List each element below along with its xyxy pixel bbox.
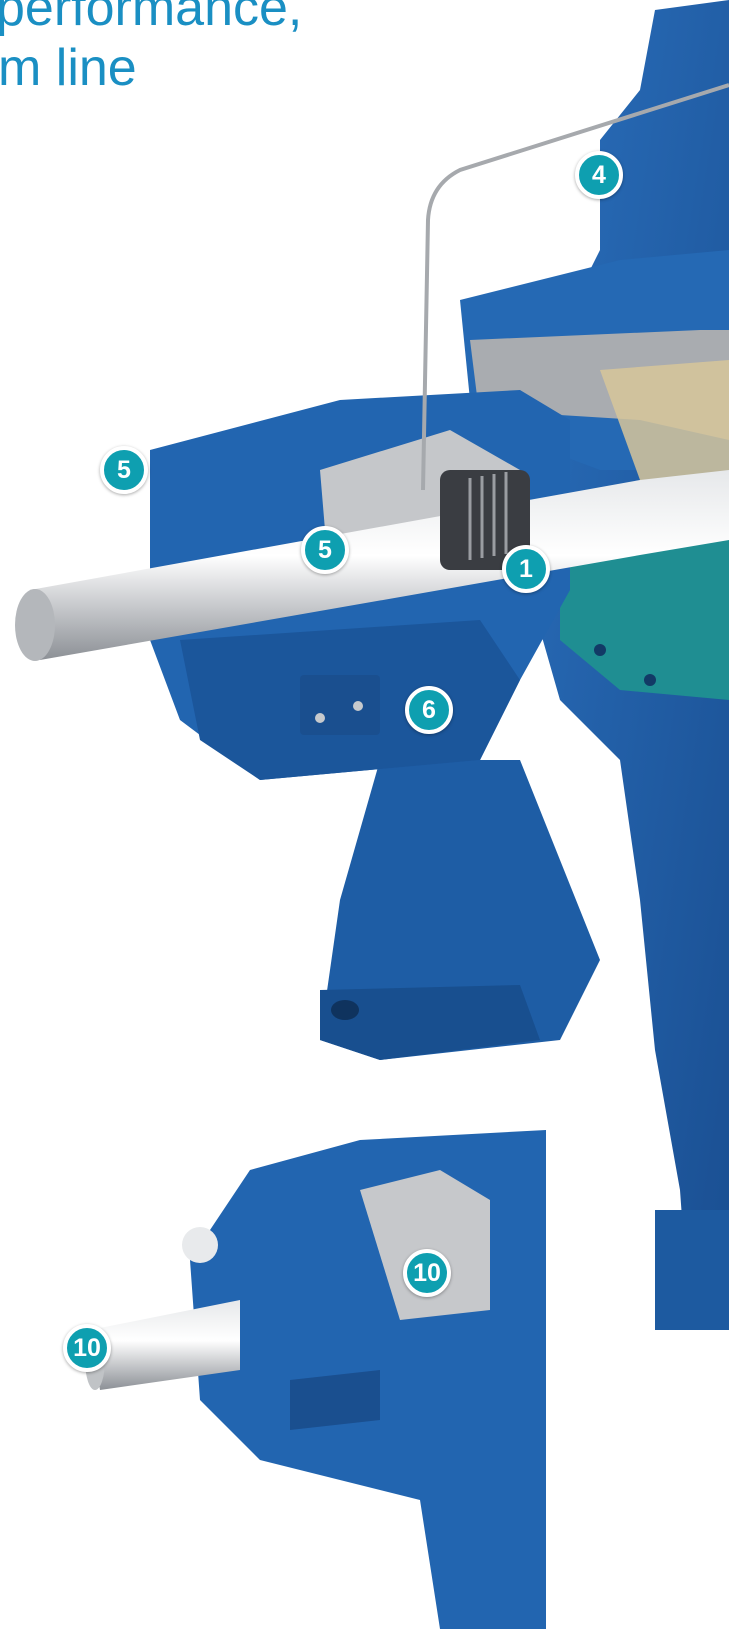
- callout-10-guard[interactable]: 10: [403, 1249, 451, 1297]
- headline-line-2: m line: [0, 39, 137, 97]
- callout-6[interactable]: 6: [405, 686, 453, 734]
- inset-bearing-view: [85, 1120, 546, 1629]
- pump-pedestal: [320, 760, 600, 1060]
- callout-1[interactable]: 1: [502, 545, 550, 593]
- headline-line-1: performance,: [0, 0, 303, 37]
- pump-shaft: [15, 470, 729, 661]
- callout-5-inner[interactable]: 5: [301, 526, 349, 574]
- pump-casing: [460, 0, 729, 1330]
- callout-4[interactable]: 4: [575, 151, 623, 199]
- seal-flush-line: [421, 83, 729, 491]
- headline: performance, m line: [0, 0, 302, 98]
- callout-5-bearing[interactable]: 5: [100, 446, 148, 494]
- callout-10-shaft[interactable]: 10: [63, 1324, 111, 1372]
